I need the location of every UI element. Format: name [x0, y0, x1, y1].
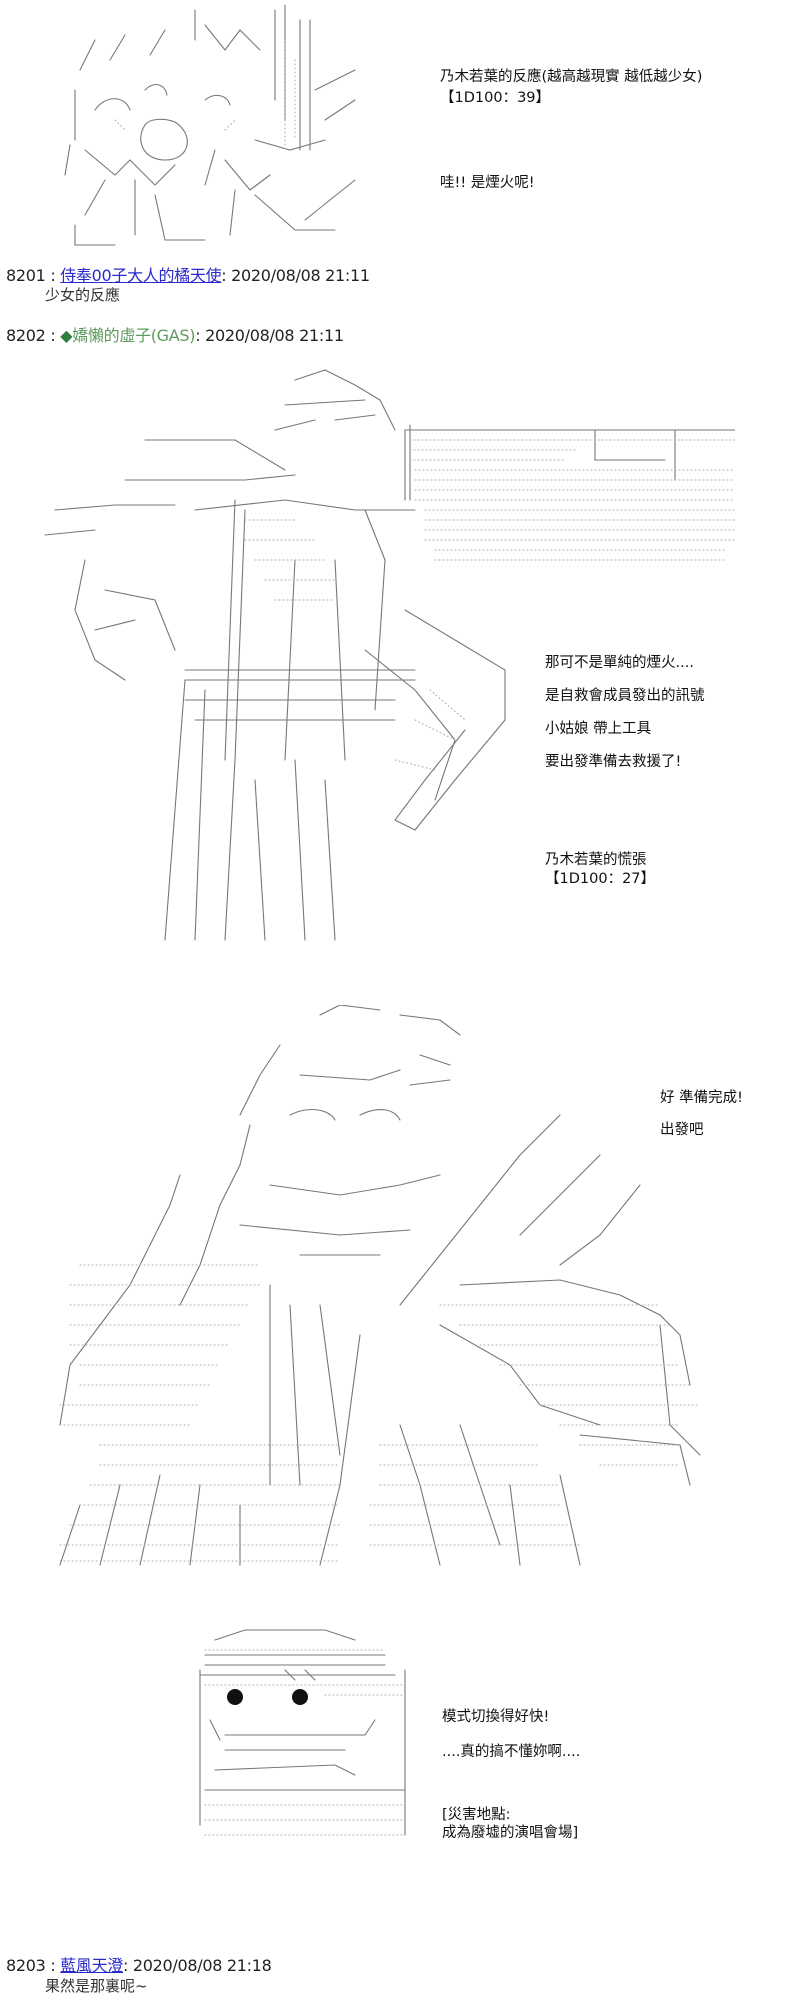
ascii-art-man-with-tool — [44, 369, 735, 941]
post-number: 8202 — [6, 326, 46, 345]
post-timestamp: : 2020/08/08 21:18 — [123, 1956, 272, 1975]
dialogue-line: 好 準備完成! — [660, 1090, 743, 1106]
roll-title: 乃木若葉的慌張 — [545, 852, 647, 868]
dialogue-line: 要出發準備去救援了! — [545, 754, 682, 770]
dialogue-line: 模式切換得好快! — [442, 1709, 550, 1725]
post-header-8201: 8201 : 侍奉00子大人的橘天使: 2020/08/08 21:11 — [6, 262, 370, 286]
post-number: 8203 — [6, 1956, 46, 1975]
dialogue-line: 小姑娘 帶上工具 — [545, 721, 652, 737]
post-separator: : — [45, 266, 61, 285]
art1-caption-roll: 【1D100：39】 — [440, 90, 551, 106]
ascii-art-girl-with-weapon — [59, 1005, 701, 1566]
post-author-link[interactable]: 侍奉00子大人的橘天使 — [60, 266, 222, 285]
post-number: 8201 — [6, 266, 46, 285]
post-separator: : — [45, 1956, 61, 1975]
post-body-8203: 果然是那裏呢~ — [45, 1977, 148, 1995]
post-timestamp: : 2020/08/08 21:11 — [195, 326, 344, 345]
dialogue-line: 那可不是單純的煙火.... — [545, 655, 694, 671]
post-author-name: 嬌懶的虛子(GAS) — [72, 326, 196, 345]
post-timestamp: : 2020/08/08 21:11 — [221, 266, 370, 285]
location-name: 成為廢墟的演唱會場] — [442, 1825, 579, 1841]
post-header-8203: 8203 : 藍風天澄: 2020/08/08 21:18 — [6, 1952, 272, 1976]
dialogue-line: 出發吧 — [660, 1122, 704, 1138]
roll-result: 【1D100：27】 — [545, 871, 656, 887]
post-body-8201: 少女的反應 — [45, 286, 121, 304]
ascii-art-laughing-girl — [64, 4, 356, 246]
diamond-icon: ◆ — [60, 326, 73, 345]
post-header-8202: 8202 : ◆嬌懶的虛子(GAS): 2020/08/08 21:11 — [6, 322, 344, 346]
post-author-link[interactable]: 藍風天澄 — [60, 1956, 124, 1975]
art1-caption-title: 乃木若葉的反應(越高越現實 越低越少女) — [440, 69, 703, 85]
post-separator: : — [45, 326, 61, 345]
location-label: [災害地點: — [442, 1807, 511, 1823]
art1-caption-exclaim: 哇!! 是煙火呢! — [440, 175, 535, 191]
dialogue-line: ....真的搞不懂妳啊.... — [442, 1744, 581, 1760]
ascii-art-chibi-face — [199, 1629, 406, 1836]
dialogue-line: 是自救會成員發出的訊號 — [545, 688, 705, 704]
